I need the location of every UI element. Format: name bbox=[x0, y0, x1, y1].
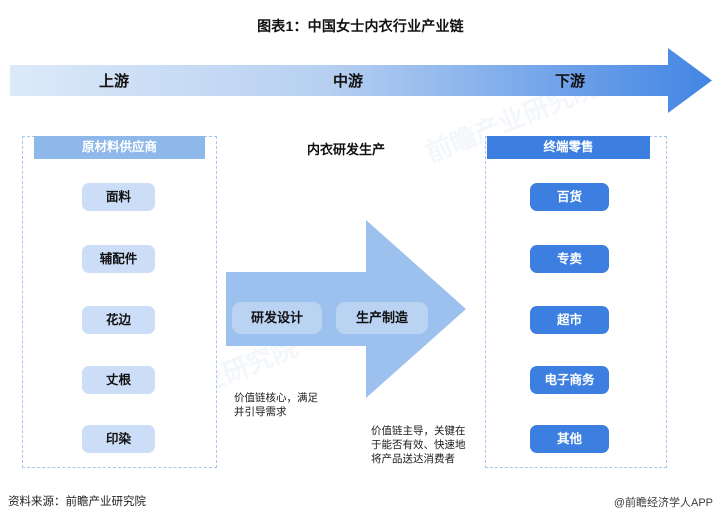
upstream-item-1[interactable]: 辅配件 bbox=[82, 245, 155, 273]
source-note: 资料来源：前瞻产业研究院 bbox=[8, 496, 146, 508]
banner-arrow-shape bbox=[10, 48, 712, 113]
upstream-item-3[interactable]: 丈根 bbox=[82, 366, 155, 394]
midstream-item-1[interactable]: 生产制造 bbox=[336, 302, 428, 334]
value-chain-banner: 上游 中游 下游 bbox=[10, 48, 712, 113]
brand-credit: @前瞻经济学人APP bbox=[613, 497, 713, 509]
downstream-item-4[interactable]: 其他 bbox=[530, 425, 609, 453]
banner-label-midstream: 中游 bbox=[332, 73, 363, 90]
upstream-item-4[interactable]: 印染 bbox=[82, 425, 155, 453]
downstream-item-3[interactable]: 电子商务 bbox=[530, 366, 609, 394]
downstream-panel-header: 终端零售 bbox=[487, 136, 650, 159]
page-title: 图表1：中国女士内衣行业产业链 bbox=[257, 18, 464, 34]
upstream-item-2[interactable]: 花边 bbox=[82, 306, 155, 334]
upstream-panel-header: 原材料供应商 bbox=[34, 136, 205, 159]
downstream-item-2[interactable]: 超市 bbox=[530, 306, 609, 334]
downstream-item-1[interactable]: 专卖 bbox=[530, 245, 609, 273]
banner-label-downstream: 下游 bbox=[554, 73, 585, 90]
midstream-item-0[interactable]: 研发设计 bbox=[232, 302, 322, 334]
downstream-note-lead: 价值链主导，关键在 于能否有效、快速地 将产品送达消费者 bbox=[371, 425, 466, 465]
downstream-item-0[interactable]: 百货 bbox=[530, 183, 609, 211]
upstream-item-0[interactable]: 面料 bbox=[82, 183, 155, 211]
midstream-title: 内衣研发生产 bbox=[306, 142, 385, 157]
banner-label-upstream: 上游 bbox=[98, 73, 129, 90]
midstream-note-core: 价值链核心，满足 并引导需求 bbox=[234, 392, 318, 418]
